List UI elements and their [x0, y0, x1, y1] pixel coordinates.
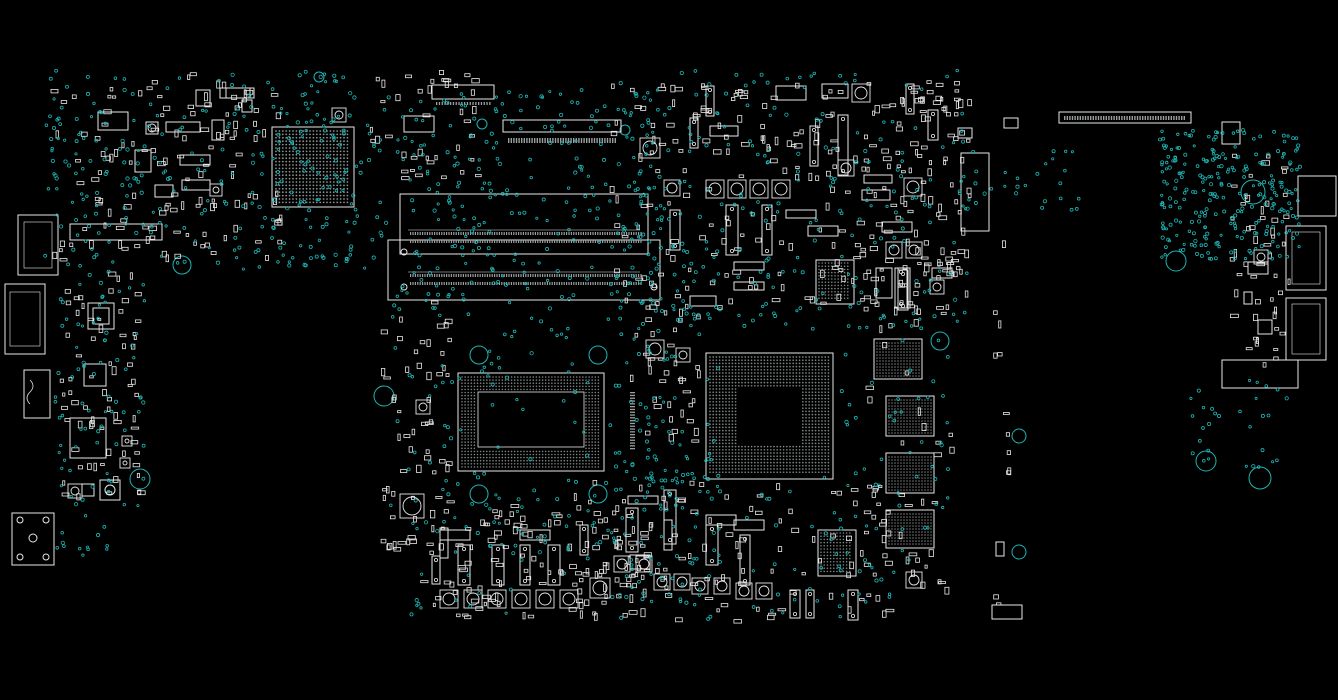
passive-components: [50, 70, 1291, 624]
dimm-slot[interactable]: [387, 193, 661, 301]
vram-chips[interactable]: [873, 338, 935, 549]
audio-jack[interactable]: [23, 369, 51, 419]
usb-port[interactable]: [1285, 297, 1327, 361]
flex-connector[interactable]: [431, 84, 1192, 133]
flex-connector[interactable]: [69, 223, 163, 241]
usb-port[interactable]: [1285, 225, 1327, 291]
bga-chip[interactable]: [83, 363, 107, 387]
bga-cpu[interactable]: [457, 372, 605, 472]
test-points: [43, 68, 1302, 621]
flex-connector[interactable]: [1221, 359, 1299, 389]
dc-jack[interactable]: [11, 512, 55, 566]
flex-pins: [436, 102, 1185, 450]
mounting-holes: [129, 71, 1272, 560]
bga-chip[interactable]: [87, 302, 115, 330]
inductors: [67, 83, 1269, 609]
hdmi-port[interactable]: [4, 283, 46, 355]
usb-port[interactable]: [17, 214, 59, 276]
bga-chip[interactable]: [69, 417, 107, 459]
bga-gpu[interactable]: [705, 352, 834, 480]
right-io-area: [1221, 121, 1337, 389]
